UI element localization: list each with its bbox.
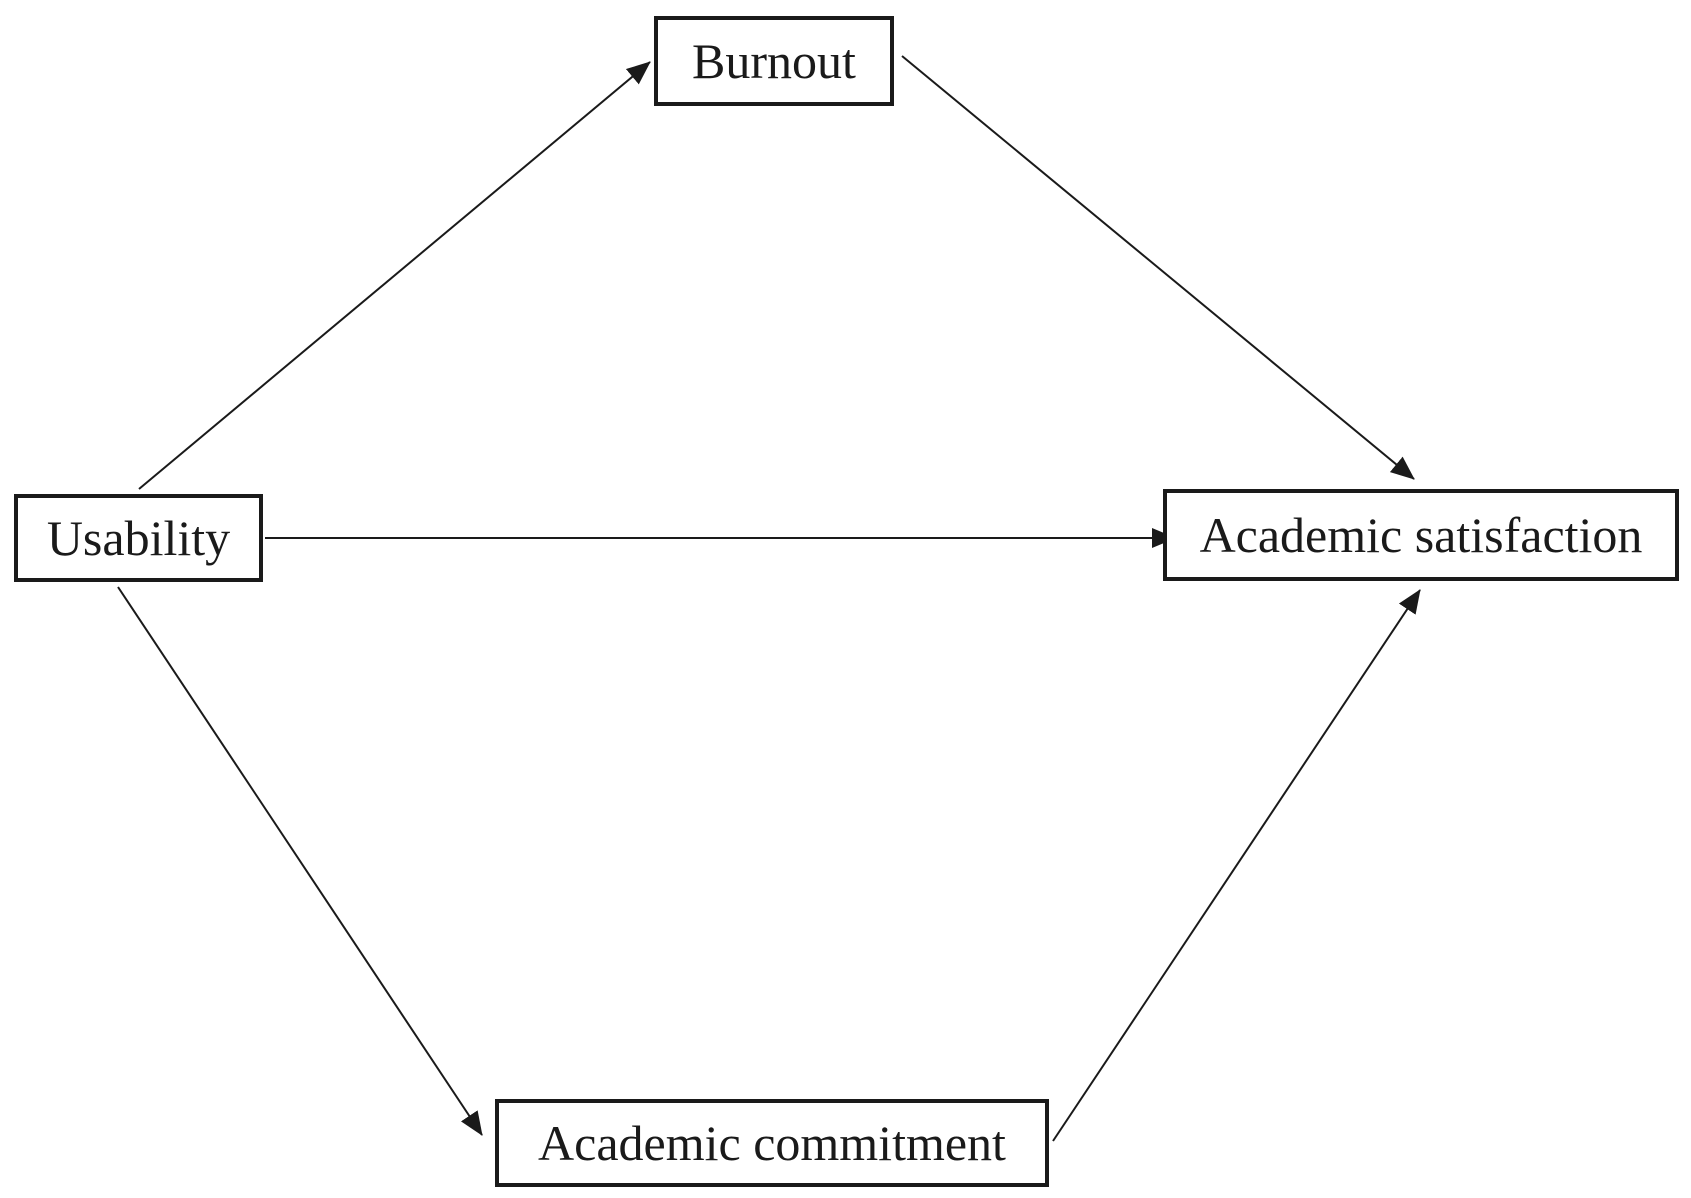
node-burnout-label: Burnout: [692, 33, 856, 89]
edge-usability-to-burnout: [138, 61, 651, 490]
node-academic-satisfaction-label: Academic satisfaction: [1199, 507, 1643, 563]
node-burnout: Burnout: [654, 16, 894, 106]
node-usability-label: Usability: [46, 510, 231, 566]
edge-burnout-to-satisfaction: [901, 55, 1415, 480]
edge-usability-to-commitment: [117, 586, 483, 1136]
node-academic-satisfaction: Academic satisfaction: [1163, 489, 1679, 581]
edge-commitment-to-satisfaction: [1052, 589, 1421, 1142]
node-academic-commitment: Academic commitment: [495, 1099, 1049, 1187]
node-usability: Usability: [14, 494, 263, 582]
node-academic-commitment-label: Academic commitment: [538, 1115, 1006, 1171]
